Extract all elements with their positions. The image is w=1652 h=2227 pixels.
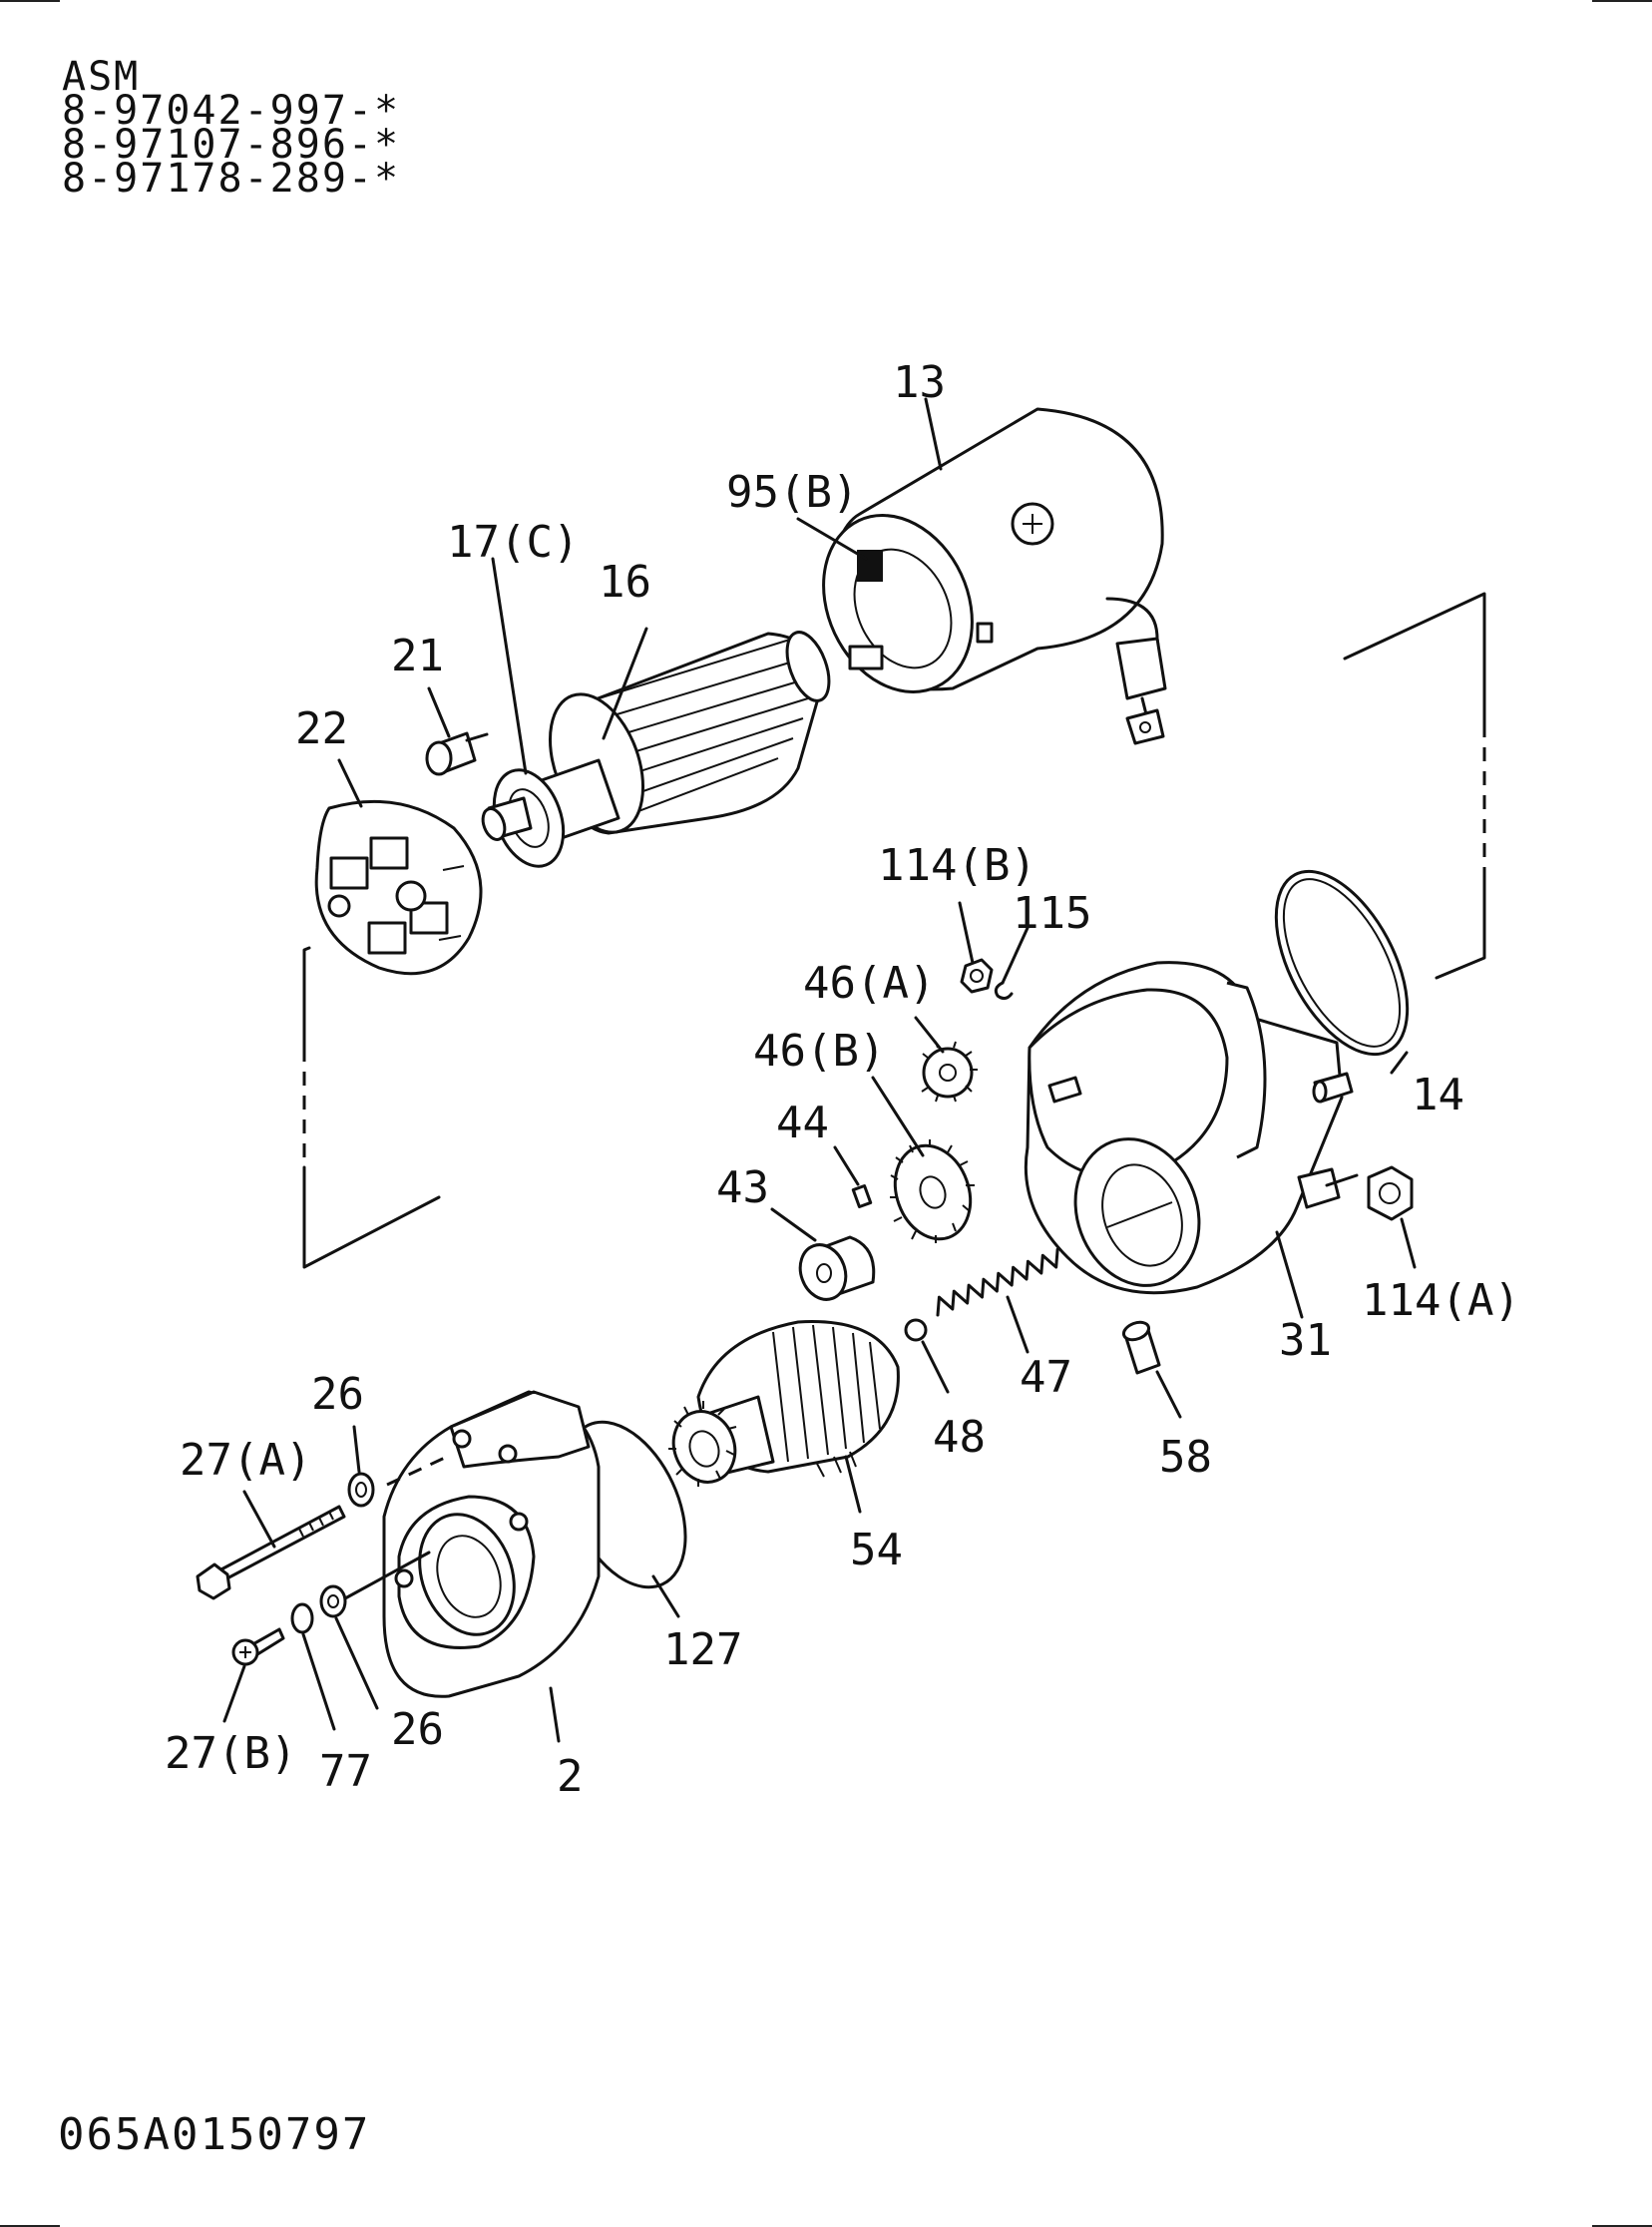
pin-44 <box>851 1183 873 1209</box>
callout-21: 21 <box>391 631 444 681</box>
washer-26-upper <box>347 1472 375 1508</box>
callout-48: 48 <box>933 1412 986 1463</box>
o-ring <box>1274 869 1410 1057</box>
assembly-line-bolt <box>386 1455 448 1487</box>
gear-46b <box>890 1139 975 1243</box>
through-bolt-27a <box>196 1505 346 1600</box>
callout-14: 14 <box>1412 1070 1464 1120</box>
callout-114b: 114(B) <box>878 840 1036 891</box>
callout-46a: 46(A) <box>803 958 935 1009</box>
crop-mark-bottom-right <box>1592 2225 1652 2227</box>
solenoid-housing <box>1024 961 1359 1295</box>
callout-2: 2 <box>557 1751 584 1802</box>
nut-114b <box>960 958 994 994</box>
document-code: 065A0150797 <box>58 2109 371 2160</box>
leader-lines <box>222 397 1417 1743</box>
callout-47: 47 <box>1020 1352 1072 1403</box>
assembly-line-right-lower <box>1435 876 1486 980</box>
part-number: 8-97178-289-* <box>62 156 401 202</box>
part-number: 8-97042-997-* <box>62 88 401 134</box>
plunger-58 <box>1121 1320 1161 1375</box>
callout-13: 13 <box>893 357 946 408</box>
callout-114a: 114(A) <box>1362 1275 1520 1326</box>
nut-114a <box>1367 1165 1414 1221</box>
yoke-housing <box>822 407 1167 745</box>
callout-17c: 17(C) <box>447 517 579 568</box>
assembly-line-left-lower <box>302 1165 441 1269</box>
gear-46a <box>921 1041 978 1103</box>
callout-58: 58 <box>1159 1432 1212 1483</box>
brush-holder <box>314 799 483 976</box>
callout-26-upper: 26 <box>311 1369 364 1420</box>
armature <box>481 631 831 868</box>
washer-26-lower <box>319 1584 347 1618</box>
pinion-clutch-54 <box>668 1320 900 1487</box>
callout-27a: 27(A) <box>180 1435 311 1486</box>
brush-spring <box>425 731 489 776</box>
callout-16: 16 <box>599 557 651 608</box>
callout-77: 77 <box>319 1746 372 1797</box>
ball-48 <box>904 1318 928 1342</box>
callout-31: 31 <box>1279 1315 1332 1366</box>
callout-27b: 27(B) <box>165 1728 296 1779</box>
drive-housing-2 <box>382 1390 601 1698</box>
part-number: 8-97107-896-* <box>62 122 401 168</box>
washer-77 <box>290 1602 314 1634</box>
crop-mark-top-left <box>0 0 60 2</box>
screw-27b <box>231 1627 285 1666</box>
collar-43 <box>798 1235 876 1301</box>
callout-43: 43 <box>716 1162 769 1213</box>
assembly-line-right <box>1343 592 1486 725</box>
spring-47 <box>936 1247 1059 1317</box>
callout-44: 44 <box>776 1098 829 1148</box>
callout-54: 54 <box>850 1525 903 1575</box>
callout-22: 22 <box>295 703 348 754</box>
callout-115: 115 <box>1013 888 1091 939</box>
crop-mark-bottom-left <box>0 2225 60 2227</box>
asm-label: ASM <box>62 54 141 100</box>
callout-46b: 46(B) <box>753 1026 885 1077</box>
assembly-line-left <box>302 946 311 1050</box>
assembly-line-washer <box>343 1551 431 1600</box>
callout-127: 127 <box>663 1624 742 1675</box>
callout-26-lower: 26 <box>391 1704 444 1755</box>
crop-mark-top-right <box>1592 0 1652 2</box>
callout-95b: 95(B) <box>726 467 858 518</box>
snap-ring-115 <box>994 981 1014 1001</box>
